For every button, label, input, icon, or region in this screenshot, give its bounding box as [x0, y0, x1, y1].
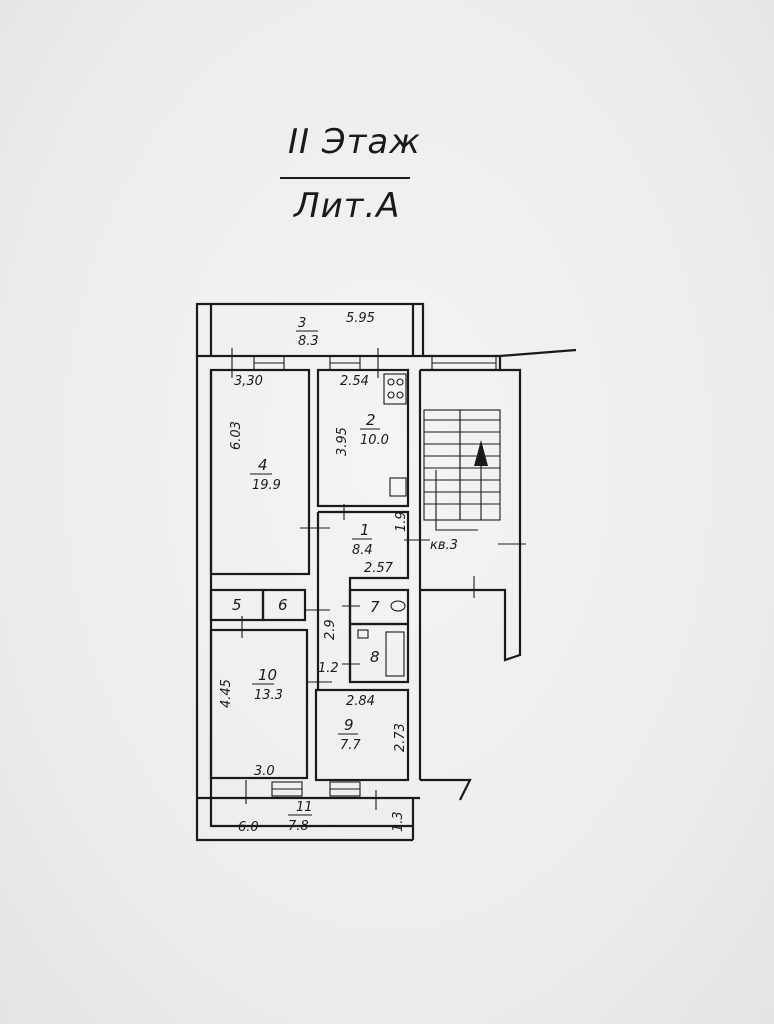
room-10-number: 10 [258, 666, 277, 684]
room-2-number: 2 [366, 411, 376, 429]
room-9-area: 7.7 [340, 738, 361, 753]
room-7-number: 7 [370, 598, 380, 616]
room-9-height: 2.73 [393, 723, 408, 752]
room-4-height: 6.03 [229, 421, 244, 450]
room-10-area: 13.3 [254, 688, 283, 703]
stair-label: кв.3 [430, 538, 458, 553]
room-9 [314, 688, 410, 782]
room-1-area: 8.4 [352, 543, 373, 558]
bath-icon [385, 631, 405, 677]
room-3-area: 8.3 [298, 334, 319, 349]
room-11-height: 1.3 [391, 811, 406, 832]
room-4-area: 19.9 [252, 478, 281, 493]
room-8-number: 8 [370, 648, 380, 666]
room-10 [209, 628, 309, 780]
room-1-height: 1.9 [394, 511, 409, 532]
floor-title: II Этаж [288, 122, 421, 162]
room-2-area: 10.0 [360, 433, 389, 448]
room-2 [316, 368, 410, 508]
room-1-width: 2.57 [364, 561, 394, 576]
room-11-width: 6.0 [238, 820, 259, 835]
staircase [423, 409, 501, 521]
room-9-number: 9 [344, 716, 354, 734]
sink-icon [389, 477, 407, 497]
title-divider [280, 177, 410, 179]
room-3-dim: 5.95 [346, 311, 375, 326]
room-11-area: 7.8 [288, 819, 309, 834]
toilet-icon [390, 600, 406, 612]
room-11-number: 11 [296, 800, 313, 815]
room-6 [261, 588, 307, 622]
corridor-width: 2.9 [323, 619, 338, 640]
room-6-number: 6 [278, 596, 288, 614]
room-9-width: 2.84 [346, 694, 375, 709]
room-1-number: 1 [360, 521, 370, 539]
room-2-width: 2.54 [340, 374, 369, 389]
room-5-number: 5 [232, 596, 242, 614]
room-4-number: 4 [258, 456, 268, 474]
room-10-height: 4.45 [219, 679, 234, 708]
dimension-ticks [231, 348, 526, 810]
windows [253, 355, 497, 797]
lit-title: Лит.А [294, 186, 401, 226]
room-8 [348, 622, 410, 684]
corridor-small: 1.2 [318, 661, 339, 676]
room-10-width: 3.0 [254, 764, 275, 779]
stove-icon [383, 373, 407, 405]
basin-icon [357, 629, 369, 639]
room-2-height: 3.95 [335, 427, 350, 456]
room-4-width: 3,30 [234, 374, 263, 389]
stair-arrow-icon [435, 440, 488, 531]
room-3-number: 3 [298, 316, 306, 331]
